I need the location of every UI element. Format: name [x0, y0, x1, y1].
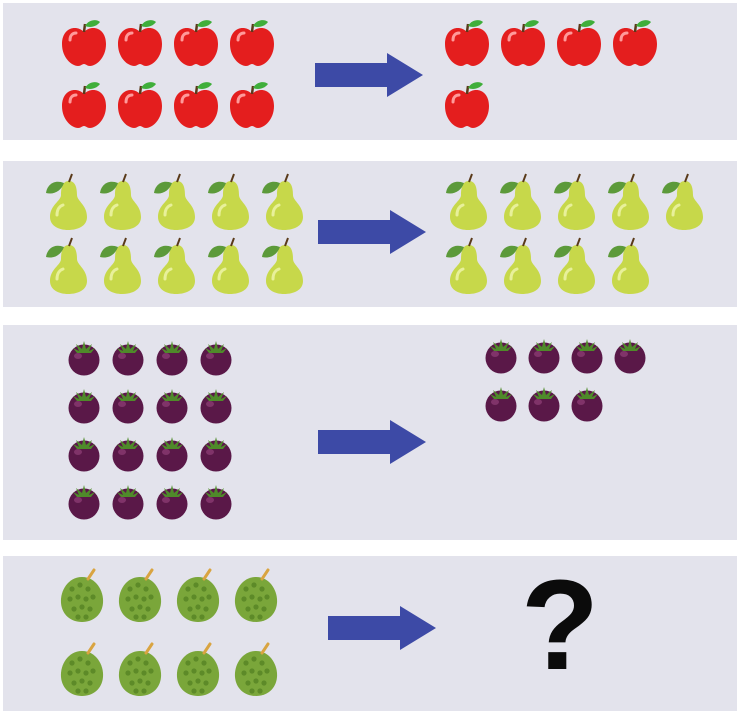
- pear-icon: [150, 237, 200, 300]
- mangosteen-icon: [153, 338, 191, 381]
- durian-icon: [174, 642, 222, 702]
- pear-icon: [96, 173, 146, 236]
- apple-icon: [228, 18, 276, 73]
- durian-icon: [116, 568, 164, 628]
- pear-icon: [550, 237, 600, 300]
- mangosteen-icon: [65, 434, 103, 477]
- mangosteen-icon: [109, 338, 147, 381]
- mangosteen-icon: [525, 336, 563, 379]
- pear-icon: [442, 173, 492, 236]
- mangosteen-icon: [153, 482, 191, 525]
- pear-icon: [604, 173, 654, 236]
- apple-icon: [60, 80, 108, 135]
- pear-icon: [42, 173, 92, 236]
- pear-icon: [442, 237, 492, 300]
- mangosteen-icon: [482, 336, 520, 379]
- pear-icon: [496, 173, 546, 236]
- pear-icon: [42, 237, 92, 300]
- apple-icon: [611, 18, 659, 73]
- durian-icon: [58, 642, 106, 702]
- mangosteen-icon: [65, 386, 103, 429]
- apple-icon: [172, 18, 220, 73]
- durian-icon: [232, 642, 280, 702]
- mangosteen-icon: [568, 384, 606, 427]
- mangosteen-icon: [65, 338, 103, 381]
- mangosteen-icon: [482, 384, 520, 427]
- mangosteen-icon: [197, 386, 235, 429]
- apple-icon: [116, 80, 164, 135]
- mangosteen-icon: [197, 338, 235, 381]
- pear-icon: [204, 237, 254, 300]
- arrow-icon: [328, 606, 436, 650]
- durian-icon: [232, 568, 280, 628]
- apple-icon: [555, 18, 603, 73]
- mangosteen-icon: [109, 434, 147, 477]
- mangosteen-icon: [568, 336, 606, 379]
- pear-icon: [258, 173, 308, 236]
- pear-icon: [550, 173, 600, 236]
- mangosteen-icon: [153, 386, 191, 429]
- mangosteen-icon: [525, 384, 563, 427]
- apple-icon: [443, 18, 491, 73]
- mangosteen-icon: [153, 434, 191, 477]
- arrow-icon: [315, 53, 423, 97]
- apple-icon: [116, 18, 164, 73]
- pear-icon: [204, 173, 254, 236]
- apple-icon: [228, 80, 276, 135]
- mangosteen-icon: [197, 434, 235, 477]
- pear-icon: [96, 237, 146, 300]
- mangosteen-icon: [197, 482, 235, 525]
- pear-icon: [258, 237, 308, 300]
- pear-icon: [150, 173, 200, 236]
- durian-icon: [174, 568, 222, 628]
- arrow-icon: [318, 210, 426, 254]
- pear-icon: [496, 237, 546, 300]
- durian-icon: [116, 642, 164, 702]
- mangosteen-icon: [611, 336, 649, 379]
- mangosteen-icon: [109, 482, 147, 525]
- question-mark: ?: [520, 554, 600, 697]
- apple-icon: [499, 18, 547, 73]
- apple-icon: [60, 18, 108, 73]
- apple-icon: [443, 80, 491, 135]
- durian-icon: [58, 568, 106, 628]
- mangosteen-icon: [65, 482, 103, 525]
- pear-icon: [658, 173, 708, 236]
- pear-icon: [604, 237, 654, 300]
- arrow-icon: [318, 420, 426, 464]
- apple-icon: [172, 80, 220, 135]
- mangosteen-icon: [109, 386, 147, 429]
